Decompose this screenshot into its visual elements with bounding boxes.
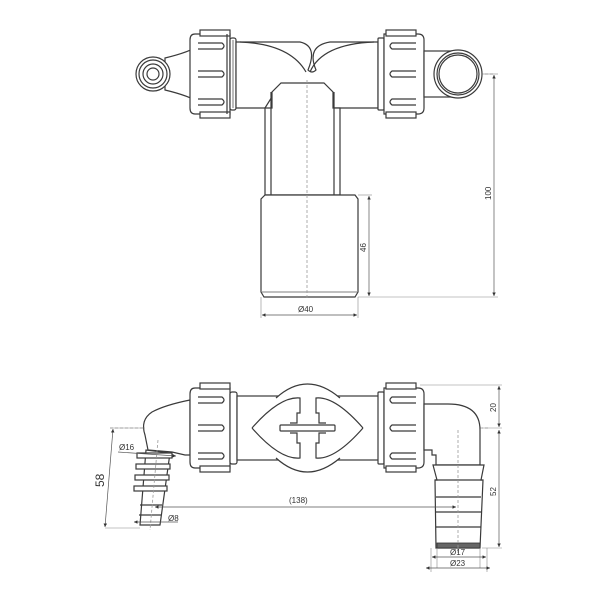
dim-right-elbow-offset: 20 [420, 384, 502, 429]
right-elbow-end [423, 49, 483, 99]
label-52: 52 [489, 487, 498, 496]
dim-left-spout-od: Ø16 [117, 443, 177, 458]
vertical-pipe [260, 80, 359, 300]
front-left-union-nut [189, 382, 238, 473]
label-d8: Ø8 [168, 514, 179, 523]
dim-left-spout-tip: Ø8 [134, 514, 179, 524]
left-union-nut [189, 29, 237, 119]
label-d23: Ø23 [450, 559, 466, 568]
top-view: 46 100 Ø40 [135, 29, 498, 318]
label-138: (138) [289, 496, 308, 505]
left-angled-spout [133, 399, 191, 531]
label-d17: Ø17 [450, 548, 466, 557]
dim-left-spout-height: 58 [93, 427, 145, 529]
dim-sleeve-height: 46 [358, 194, 498, 298]
right-union-nut [377, 29, 425, 119]
label-100: 100 [484, 186, 493, 200]
label-d40: Ø40 [298, 305, 314, 314]
front-view: 58 Ø16 Ø8 (138) 20 52 [93, 382, 502, 572]
dim-right-spout-length: 52 [482, 430, 502, 549]
label-58: 58 [93, 473, 107, 487]
front-right-union-nut [377, 382, 425, 473]
label-20: 20 [489, 403, 498, 412]
dim-sleeve-diameter: Ø40 [260, 297, 359, 318]
dim-right-spout-diameters: Ø17 Ø23 [426, 548, 490, 572]
dim-center-distance: (138) [155, 496, 456, 509]
dim-total-height: 100 [482, 73, 498, 296]
label-46: 46 [359, 243, 368, 252]
front-tee-body [236, 383, 381, 473]
label-d16: Ø16 [119, 443, 135, 452]
right-elbow-spout [423, 403, 485, 555]
